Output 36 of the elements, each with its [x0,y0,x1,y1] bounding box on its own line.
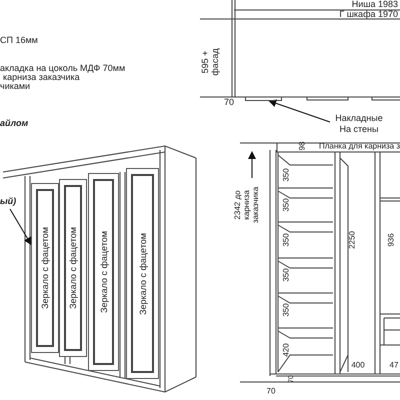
dimension-label: 350 [282,168,292,182]
note-text: карниза заказчика [3,73,80,83]
note-text: Накладные На стены [334,113,384,135]
note-text: Ниша 1983 [352,0,398,10]
dimension-label: 47 [390,362,398,370]
mirror-door [59,179,87,357]
note-text: 2342 до карниза заказчика [234,186,260,226]
mirror-door [31,183,59,353]
note-text: акладка на цоколь МДФ 70мм [0,64,126,74]
dimension-label: 350 [282,268,292,282]
leader-arrow [10,208,32,246]
dimension-label: 400 [351,362,365,370]
dimension-label: 420 [282,343,292,357]
leader-arrow [268,100,330,122]
dimension-label: 70 [266,388,276,396]
dimension-label: 350 [282,303,292,317]
dimension-label: 350 [282,198,292,212]
note-text: Планка для карниза з [319,142,400,152]
door-label: Зеркало с фацетом [68,227,78,309]
note-text: СП 16мм [0,36,38,46]
dimension-label: 98 [298,142,308,150]
mirror-door [126,168,159,379]
note-text: 595 + фасад [201,47,221,78]
door-label: Зеркало с фацетом [40,227,50,309]
note-text: чиками [0,82,30,92]
dimension-label: 936 [388,233,396,247]
mirror-door [88,173,119,371]
note-text: айлом [0,119,28,129]
note-text: ый) [0,196,18,207]
dimension-label: 70 [224,98,234,108]
door-label: Зеркало с фацетом [98,231,108,313]
note-text: Г шкафа 1970 [339,10,398,20]
wall-panel [245,97,282,101]
door-label: Зеркало с фацетом [138,232,148,314]
dimension-label: 2250 [348,231,358,249]
dimension-label: 350 [282,233,292,247]
